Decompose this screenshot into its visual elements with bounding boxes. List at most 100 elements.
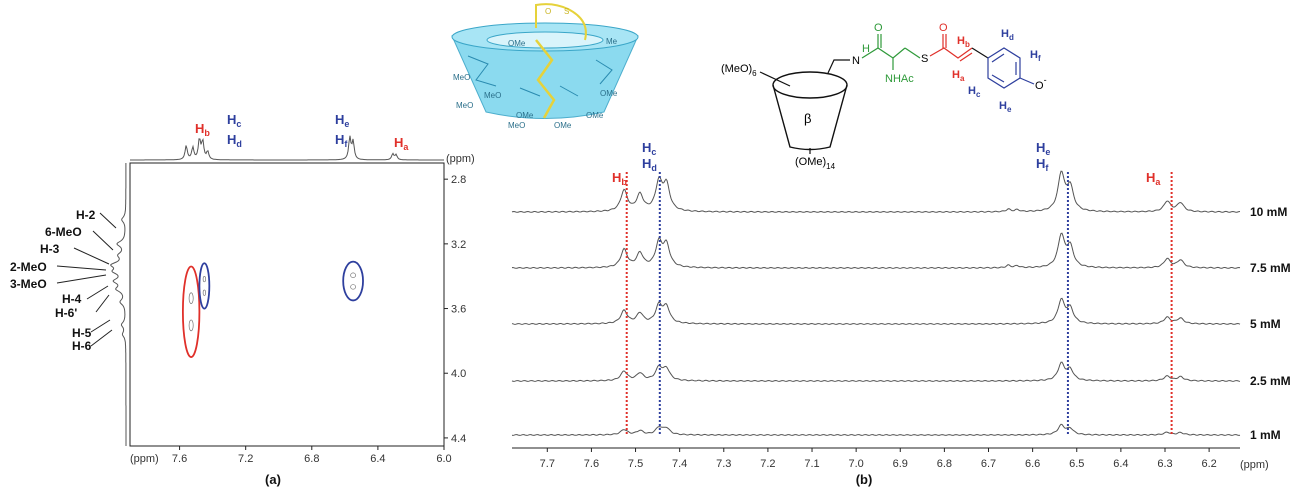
panel-a-cross-peaks bbox=[181, 260, 364, 358]
cd-label: MeO bbox=[508, 121, 525, 130]
a-label-hc: Hc bbox=[227, 112, 241, 129]
cross-peak-contour bbox=[350, 284, 356, 290]
cd-label: Me bbox=[606, 37, 618, 46]
cross-peak-contour bbox=[188, 292, 194, 304]
concentration-label: 10 mM bbox=[1250, 205, 1287, 219]
b-x-tick-label: 7.0 bbox=[848, 458, 863, 470]
label-6-meo: 6-MeO bbox=[45, 225, 82, 239]
cyclodextrin-cartoon: OMe Me MeO MeO OMe OMe MeO OMe OMe MeO O… bbox=[451, 3, 639, 130]
cd-cone-body bbox=[451, 35, 639, 119]
cd-label: MeO bbox=[484, 91, 501, 100]
b-x-tick-label: 7.7 bbox=[540, 458, 555, 470]
struct-hb: Hb bbox=[957, 35, 970, 49]
concentration-label: 2.5 mM bbox=[1250, 374, 1291, 388]
panel-a-label: (a) bbox=[265, 472, 281, 487]
b-x-tick-label: 7.4 bbox=[672, 458, 687, 470]
a-label-ha: Ha bbox=[394, 135, 409, 152]
b-x-tick-label: 6.4 bbox=[1113, 458, 1128, 470]
spectrum-trace bbox=[511, 297, 1241, 325]
nhac-label: NHAc bbox=[885, 73, 914, 85]
a-y-tick-label: 2.8 bbox=[451, 174, 466, 186]
phenoxide-o: O- bbox=[1035, 75, 1047, 92]
a-y-tick-label: 4.4 bbox=[451, 433, 466, 445]
panel-b-label: (b) bbox=[856, 472, 873, 487]
a-y-tick-label: 3.2 bbox=[451, 239, 466, 251]
b-x-tick-label: 6.3 bbox=[1157, 458, 1172, 470]
a-x-tick-label: 6.0 bbox=[436, 453, 451, 465]
panel-b-guide-lines bbox=[625, 172, 1173, 436]
thioester-o: O bbox=[939, 22, 948, 34]
label-h6prime: H-6' bbox=[55, 306, 77, 320]
struct-he: He bbox=[999, 100, 1012, 114]
label-h6: H-6 bbox=[72, 339, 92, 353]
b-x-tick-label: 6.7 bbox=[981, 458, 996, 470]
panel-a-y-unit: (ppm) bbox=[446, 153, 475, 165]
panel-b-concentration-labels: 10 mM7.5 mM5 mM2.5 mM1 mM bbox=[1250, 205, 1291, 442]
ring-double-bonds bbox=[991, 53, 1017, 83]
meo6-bond bbox=[759, 71, 791, 87]
n-atom: N bbox=[852, 55, 860, 67]
a-y-tick-label: 4.0 bbox=[451, 368, 466, 380]
cross-peak-ellipse bbox=[181, 265, 201, 358]
b-x-tick-label: 7.5 bbox=[628, 458, 643, 470]
ome14-label: (OMe)14 bbox=[795, 156, 836, 171]
left-label-leaders bbox=[56, 212, 117, 347]
cd-label: OMe bbox=[516, 111, 534, 120]
cross-peak-ellipse bbox=[342, 260, 364, 302]
struct-hf: Hf bbox=[1030, 49, 1041, 63]
concentration-label: 5 mM bbox=[1250, 317, 1281, 331]
amide-backbone bbox=[861, 47, 906, 59]
a-x-tick-label: 7.2 bbox=[238, 453, 253, 465]
b-x-tick-label: 7.3 bbox=[716, 458, 731, 470]
struct-hd: Hd bbox=[1001, 28, 1014, 42]
label-h5: H-5 bbox=[72, 326, 92, 340]
panel-a-top-projection bbox=[130, 135, 444, 161]
cross-peak-contour bbox=[202, 289, 206, 296]
spectrum-trace bbox=[511, 232, 1241, 269]
label-h4: H-4 bbox=[62, 292, 82, 306]
b-label-he: He bbox=[1036, 140, 1050, 157]
b-label-hf: Hf bbox=[1036, 156, 1049, 173]
cd-label: OMe bbox=[586, 111, 604, 120]
a-x-tick-label: 6.8 bbox=[304, 453, 319, 465]
spectrum-trace bbox=[511, 170, 1241, 213]
panel-a-x-unit: (ppm) bbox=[130, 453, 159, 465]
cd-cup-top bbox=[772, 71, 848, 99]
panel-a-left-labels: H-2 6-MeO H-3 2-MeO 3-MeO H-4 H-6' H-5 H… bbox=[10, 208, 117, 353]
struct-hc: Hc bbox=[968, 85, 981, 99]
a-x-tick-label: 6.4 bbox=[370, 453, 385, 465]
b-label-hb: Hb bbox=[612, 170, 627, 187]
b-x-tick-label: 6.9 bbox=[893, 458, 908, 470]
guest-chain bbox=[535, 3, 587, 41]
cd-label: OMe bbox=[554, 121, 572, 130]
cd-labels: OMe Me MeO MeO OMe OMe MeO OMe OMe MeO O… bbox=[453, 7, 618, 130]
s-atom: S bbox=[921, 53, 928, 65]
cd-beta: β bbox=[804, 111, 811, 126]
b-label-ha: Ha bbox=[1146, 170, 1161, 187]
guest-body bbox=[535, 39, 556, 119]
label-3-meo: 3-MeO bbox=[10, 277, 47, 291]
b-x-tick-label: 6.8 bbox=[937, 458, 952, 470]
b-x-tick-label: 6.6 bbox=[1025, 458, 1040, 470]
cross-peak-contour bbox=[188, 319, 194, 332]
cd-label: OMe bbox=[508, 39, 526, 48]
alkene-double bbox=[959, 52, 973, 62]
ring-attach bbox=[971, 47, 989, 59]
b-x-tick-label: 6.2 bbox=[1201, 458, 1216, 470]
cd-cone-cavity bbox=[486, 31, 604, 49]
linker-ch2 bbox=[827, 59, 850, 74]
b-x-tick-label: 7.1 bbox=[804, 458, 819, 470]
a-label-he: He bbox=[335, 112, 349, 129]
cross-peak-ellipse bbox=[198, 262, 211, 310]
cd-label: S bbox=[564, 7, 569, 16]
glucose-units bbox=[467, 55, 613, 97]
cd-label: O bbox=[545, 7, 551, 16]
b-x-tick-label: 7.6 bbox=[584, 458, 599, 470]
b-x-tick-label: 6.5 bbox=[1069, 458, 1084, 470]
chemical-structure: β (MeO)6 (OMe)14 N H O NHAc S O O- Hb Ha… bbox=[721, 22, 1047, 171]
panel-b-x-unit: (ppm) bbox=[1240, 459, 1269, 471]
